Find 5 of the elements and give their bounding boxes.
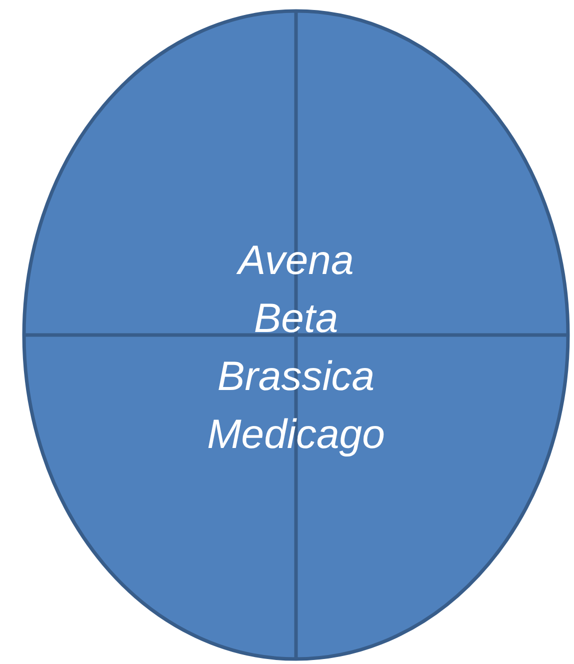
genus-name: Brassica: [217, 352, 375, 401]
ellipse-shape: [22, 9, 570, 661]
genus-name: Avena: [238, 236, 354, 285]
genus-name: Beta: [254, 294, 338, 343]
genus-name: Medicago: [207, 410, 385, 459]
